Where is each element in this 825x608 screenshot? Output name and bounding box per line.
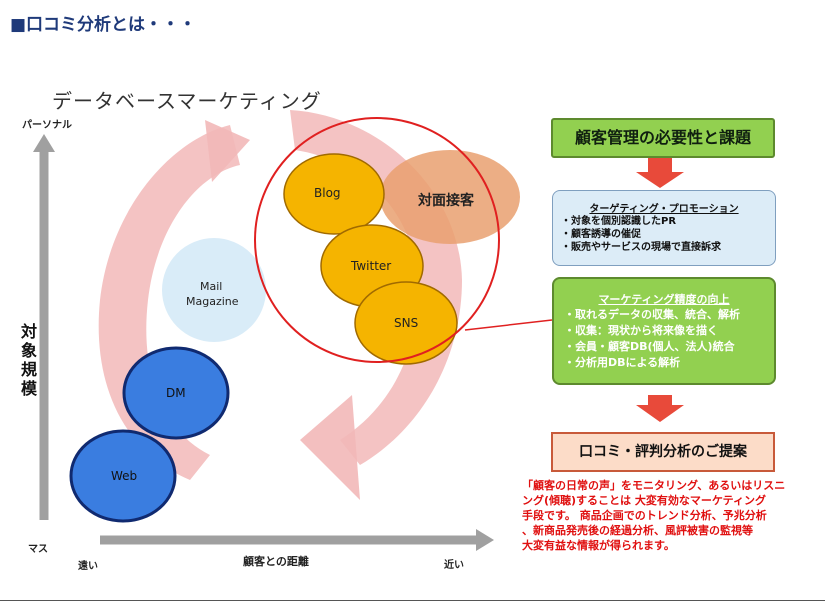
web-circle (69, 429, 177, 523)
accuracy-item: ・取れるデータの収集、統合、解析 (564, 308, 740, 321)
diagram-subtitle: データベースマーケティング (52, 89, 322, 113)
swirl-right-head (300, 395, 360, 500)
y-label-char: 対 (20, 322, 37, 341)
y-label-char: 模 (20, 379, 37, 398)
y-axis-bottom-label: マス (28, 544, 48, 555)
taimen-ellipse (380, 150, 520, 244)
description-line: 「顧客の日常の声」をモニタリング、あるいはリスニ (522, 479, 786, 492)
sns-circle (354, 281, 458, 365)
accuracy-item: ・収集：現状から将来像を描く (564, 324, 718, 337)
description-line: 、新商品発売後の経過分析、風評被害の監視等 (522, 524, 753, 537)
x-axis-left-label: 遠い (78, 561, 98, 572)
targeting-box: ターゲティング・プロモーション ・対象を個別認識したPR ・顧客誘導の催促 ・販… (552, 190, 776, 266)
y-label-char: 象 (20, 341, 37, 360)
y-axis-label: 対 象 規 模 (20, 322, 38, 398)
mail-magazine-circle (162, 238, 266, 342)
y-axis-arrowhead (33, 134, 55, 152)
description-line: 大変有益な情報が得られます。 (522, 539, 675, 552)
targeting-heading: ターゲティング・プロモーション (589, 204, 739, 215)
description-line: 手段です。 商品企画でのトレンド分析、予兆分析 (522, 509, 767, 522)
twitter-label: Twitter (351, 259, 392, 273)
targeting-item: ・販売やサービスの現場で直接訴求 (561, 242, 721, 253)
y-axis-top-label: パーソナル (22, 120, 72, 131)
proposal-box: 口コミ・評判分析のご提案 (551, 432, 775, 472)
y-label-char: 規 (20, 360, 37, 379)
web-label: Web (111, 469, 138, 483)
description-line: ング(傾聴)することは 大変有効なマーケティング (522, 494, 767, 507)
x-axis-center-label: 顧客との距離 (243, 555, 309, 568)
sns-label: SNS (394, 316, 419, 330)
accuracy-item: ・分析用DBによる解析 (564, 356, 681, 369)
x-axis-arrowhead (476, 529, 494, 551)
x-axis-right-label: 近い (444, 560, 464, 571)
bottom-divider (0, 600, 825, 601)
arrow-down-2 (636, 395, 684, 422)
proposal-description: 「顧客の日常の声」をモニタリング、あるいはリスニ ング(傾聴)することは 大変有… (522, 478, 822, 553)
connector-line (464, 319, 553, 331)
blog-label: Blog (314, 186, 341, 200)
taimen-label: 対面接客 (418, 193, 474, 209)
blog-circle (283, 153, 385, 235)
mail-label-1: Mail (200, 280, 223, 293)
arrow-down-1 (636, 158, 684, 188)
swirl-left-head (205, 120, 250, 182)
focus-circle (254, 117, 500, 363)
dm-circle (122, 346, 230, 440)
page-title: ■口コミ分析とは・・・ (10, 15, 197, 35)
dm-label: DM (166, 386, 186, 400)
targeting-item: ・顧客誘導の催促 (561, 229, 641, 240)
targeting-item: ・対象を個別認識したPR (561, 216, 677, 227)
accuracy-heading: マーケティング精度の向上 (598, 293, 730, 306)
mail-label-2: Magazine (186, 295, 239, 308)
accuracy-box: マーケティング精度の向上 ・取れるデータの収集、統合、解析 ・収集：現状から将来… (552, 277, 776, 385)
needs-and-issues-box: 顧客管理の必要性と課題 (551, 118, 775, 158)
accuracy-item: ・会員・顧客DB(個人、法人)統合 (564, 340, 735, 353)
